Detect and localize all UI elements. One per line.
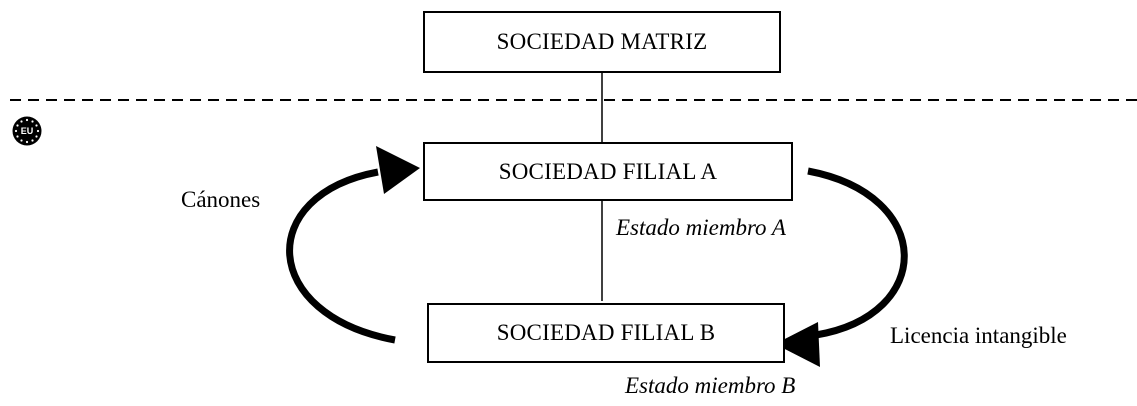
- licence-arrow-curve: [807, 167, 908, 339]
- royalties-arrow-head: [376, 146, 420, 194]
- member-state-b-label: Estado miembro B: [625, 373, 796, 398]
- parent-company-box: SOCIEDAD MATRIZ: [423, 11, 781, 73]
- eu-stars-icon: EU: [12, 116, 42, 146]
- royalties-label: Cánones: [181, 187, 261, 212]
- subsidiary-b-label: SOCIEDAD FILIAL B: [496, 320, 716, 345]
- subsidiary-b-box: SOCIEDAD FILIAL B: [427, 303, 785, 363]
- member-state-a-label: Estado miembro A: [616, 215, 786, 240]
- licence-label: Licencia intangible: [890, 323, 1067, 348]
- royalties-arrow-curve: [286, 168, 396, 344]
- subsidiary-a-label: SOCIEDAD FILIAL A: [498, 158, 718, 184]
- eu-badge-text: EU: [20, 126, 34, 136]
- licence-arrow-head: [775, 322, 820, 367]
- parent-company-label: SOCIEDAD MATRIZ: [496, 29, 708, 54]
- subsidiary-a-box: SOCIEDAD FILIAL A: [423, 142, 793, 201]
